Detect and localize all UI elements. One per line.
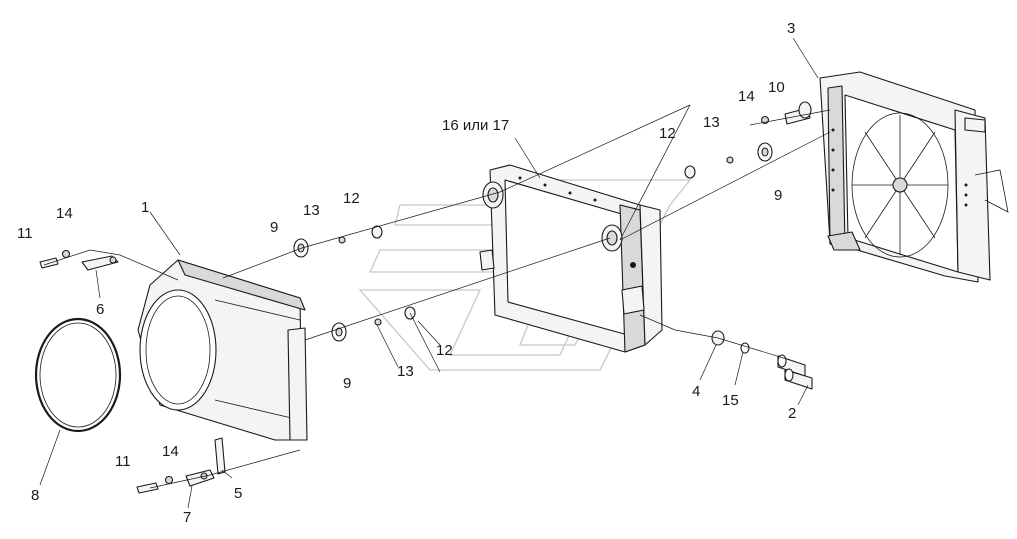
part-bracket-7 bbox=[185, 469, 215, 487]
callout-11b: 11 bbox=[115, 453, 131, 470]
callout-12b: 12 bbox=[436, 342, 453, 359]
callout-labels: 1 2 3 4 5 6 7 8 9 9 9 10 11 11 12 12 12 … bbox=[17, 20, 796, 526]
callout-11a: 11 bbox=[17, 225, 33, 242]
callout-9c: 9 bbox=[774, 187, 782, 204]
callout-1: 1 bbox=[141, 199, 149, 216]
callout-12a: 12 bbox=[343, 190, 360, 207]
callout-4: 4 bbox=[692, 383, 700, 400]
callout-3: 3 bbox=[787, 20, 795, 37]
callout-16-17: 16 или 17 bbox=[442, 117, 509, 134]
part-washer-15 bbox=[740, 342, 750, 354]
part-pipe-2 bbox=[777, 354, 813, 390]
part-bolts-11 bbox=[39, 257, 159, 494]
callout-13c: 13 bbox=[703, 114, 720, 131]
part-washers-13 bbox=[338, 156, 734, 326]
part-ring-seal bbox=[34, 317, 122, 433]
part-radiator bbox=[479, 164, 663, 353]
callout-14b: 14 bbox=[162, 443, 179, 460]
callout-14c: 14 bbox=[738, 88, 755, 105]
part-bolt-10 bbox=[784, 101, 812, 125]
assembly-lines bbox=[43, 104, 831, 489]
callout-5: 5 bbox=[234, 485, 242, 502]
callout-9b: 9 bbox=[343, 375, 351, 392]
part-washers-14 bbox=[61, 115, 770, 485]
callout-9a: 9 bbox=[270, 219, 278, 236]
part-bracket-6 bbox=[81, 255, 119, 271]
callout-6: 6 bbox=[96, 301, 104, 318]
callout-leaders bbox=[39, 37, 819, 509]
callout-13b: 13 bbox=[397, 363, 414, 380]
callout-14a: 14 bbox=[56, 205, 73, 222]
part-bracket-5 bbox=[214, 437, 226, 475]
part-shroud bbox=[137, 259, 308, 441]
callout-2: 2 bbox=[788, 405, 796, 422]
part-fan-frame bbox=[819, 71, 1009, 283]
callout-13a: 13 bbox=[303, 202, 320, 219]
callout-10: 10 bbox=[768, 79, 785, 96]
callout-12c: 12 bbox=[659, 125, 676, 142]
part-nuts-12 bbox=[371, 165, 696, 320]
callout-8: 8 bbox=[31, 487, 39, 504]
callout-15: 15 bbox=[722, 392, 739, 409]
part-washers-9 bbox=[293, 142, 773, 342]
callout-7: 7 bbox=[183, 509, 191, 526]
